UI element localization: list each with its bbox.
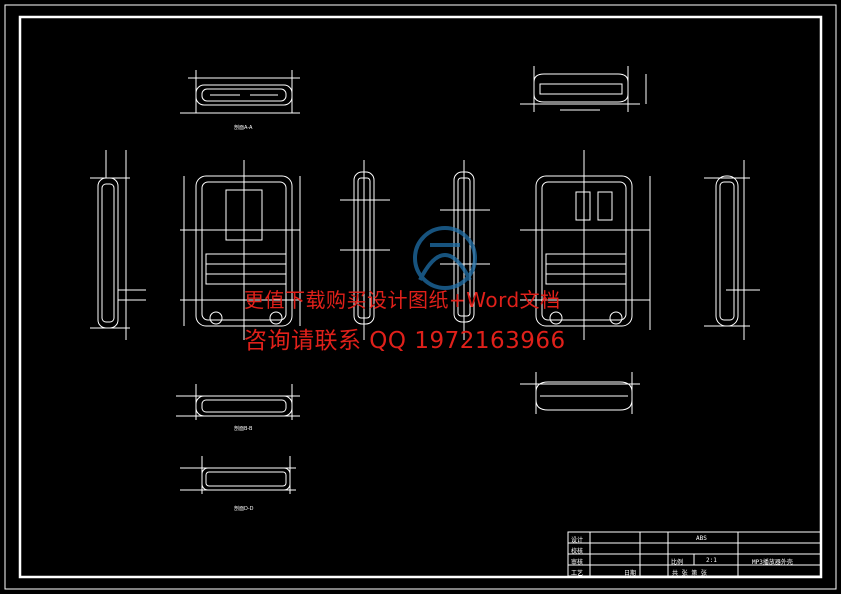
section-view-top-right [520,66,647,112]
section-view-mid-right [520,372,640,414]
title-scale-value: 2:1 [706,557,717,564]
title-block-frame [567,531,822,577]
title-label-process: 工艺 [571,570,584,577]
outer-border [4,4,837,590]
watermark-line-1: 更值下载购买设计图纸+Word文档 [244,288,561,312]
section-view-bottom-left [180,456,296,494]
front-view-right [520,150,651,340]
inner-border [18,15,823,579]
title-label-design: 设计 [571,537,584,544]
watermark-line-2: 咨询请联系 QQ 1972163966 [244,328,566,354]
caption-bottom-left: 剖面D-D [234,505,254,512]
title-label-check: 校核 [571,548,584,555]
title-label-review: 审核 [571,559,584,566]
title-date: 日期 [624,570,637,577]
side-view-right [704,160,760,340]
section-view-top-left [180,70,300,114]
section-view-vertical-1 [340,160,390,340]
section-view-vertical-2 [440,160,490,340]
title-sheet-info: 共 张 第 张 [672,570,707,577]
title-scale-label: 比例 [671,559,684,566]
front-view-left [180,160,301,340]
title-part-name: MP3播放器外壳 [752,559,793,566]
section-view-mid-left [176,384,300,420]
title-material: ABS [696,535,707,542]
caption-top-left: 剖面A-A [234,124,253,131]
logo-watermark [413,226,477,290]
caption-mid-left: 剖面B-B [234,425,253,432]
side-view-left [90,150,146,340]
